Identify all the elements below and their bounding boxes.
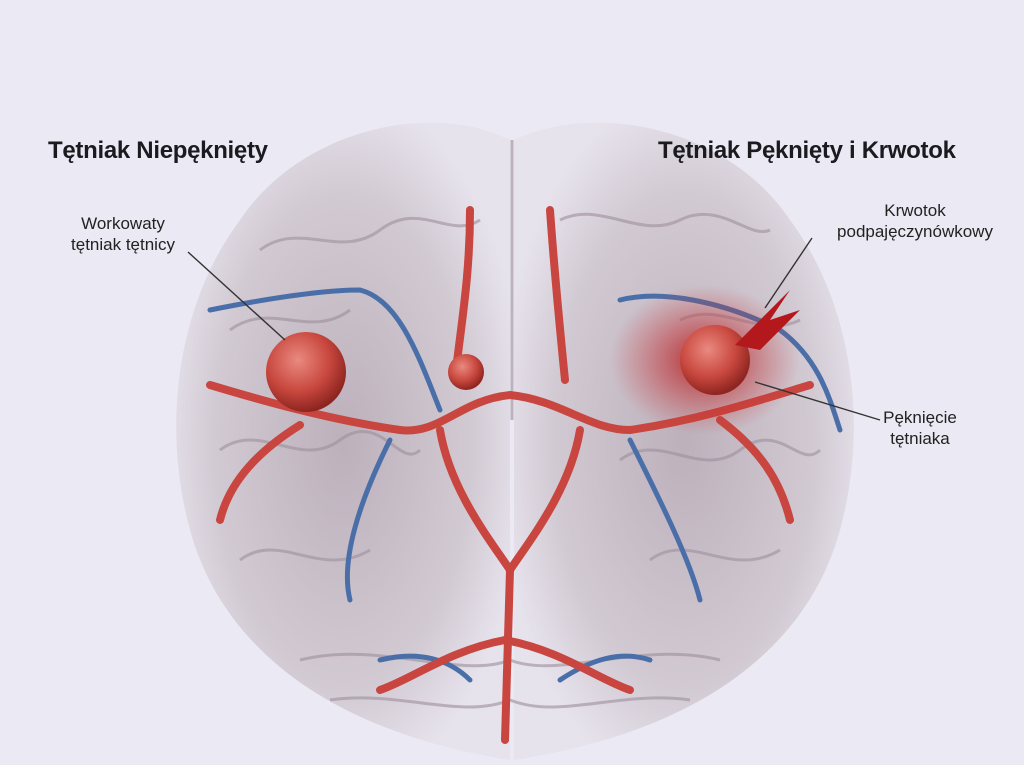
label-line: tętniaka xyxy=(890,429,950,448)
label-aneurysm-rupture: Pęknięcie tętniaka xyxy=(870,407,970,449)
label-subarachnoid-hemorrhage: Krwotok podpajęczynówkowy xyxy=(820,200,1010,242)
ruptured-aneurysm-hemorrhage xyxy=(610,285,800,435)
title-ruptured: Tętniak Pęknięty i Krwotok xyxy=(658,137,956,164)
label-line: Workowaty xyxy=(81,214,165,233)
brain-hemispheres xyxy=(176,122,854,761)
label-saccular-aneurysm: Workowaty tętniak tętnicy xyxy=(48,213,198,255)
label-line: tętniak tętnicy xyxy=(71,235,175,254)
label-line: podpajęczynówkowy xyxy=(837,222,993,241)
label-line: Krwotok xyxy=(884,201,946,220)
label-line: Pęknięcie xyxy=(883,408,957,427)
unruptured-aneurysm xyxy=(266,332,484,412)
leader-lines xyxy=(187,237,881,421)
title-unruptured: Tętniak Niepęknięty xyxy=(48,137,268,164)
